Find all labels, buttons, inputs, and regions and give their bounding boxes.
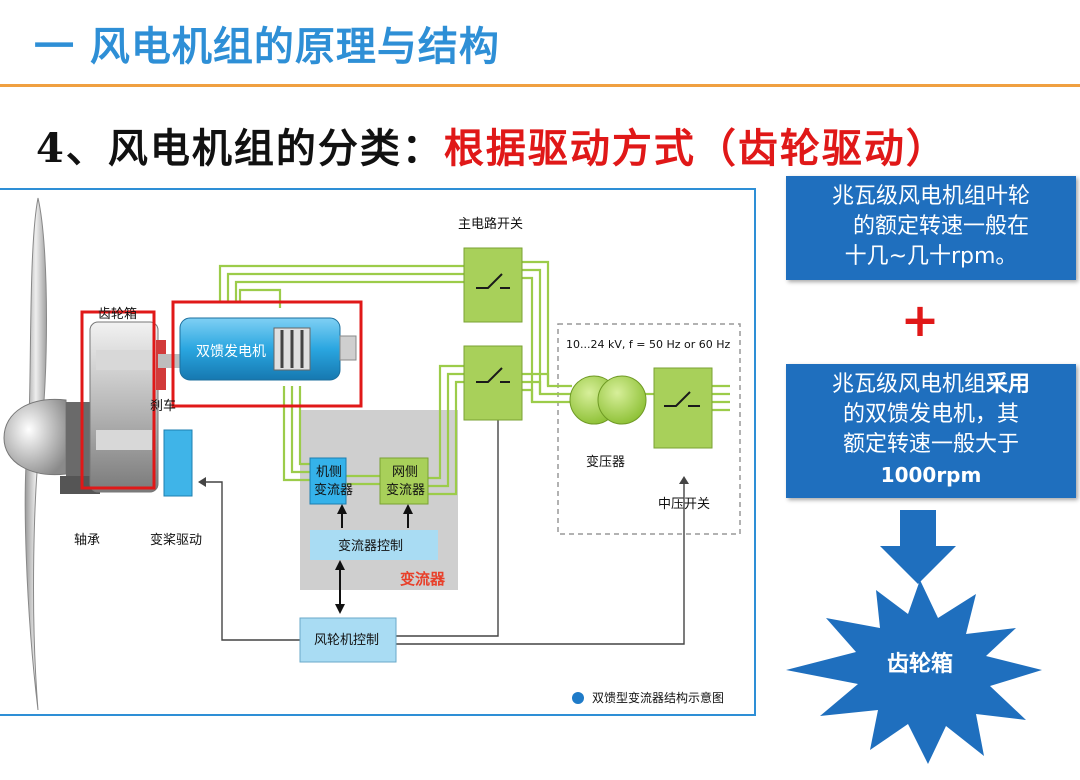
switch-symbol [664,391,700,407]
switch-symbol [476,273,510,289]
label-brake: 刹车 [150,398,176,414]
gearbox-detail [96,350,152,370]
note1-line3: 十几~几十rpm。 [844,244,1018,269]
label-turbine-control: 风轮机控制 [314,633,379,648]
generator-speed-note: 兆瓦级风电机组采用 的双馈发电机，其 额定转速一般大于 1000rpm [786,364,1076,498]
caption-bullet [572,692,584,704]
power-wires [218,260,730,496]
machine-side-converter [309,457,347,505]
label-mv-switch: 中压开关 [658,497,710,512]
mv-enclosure [557,323,741,535]
note2-line1-bold: 采用 [986,372,1031,397]
label-gsc-line1: 网侧 [392,465,418,480]
note1-line1: 兆瓦级风电机组叶轮 [831,184,1030,209]
note1-line2: 的额定转速一般在 [852,214,1029,239]
arrow-to-pitch [198,477,206,487]
label-transformer: 变压器 [586,454,625,470]
note2-line4: 1000rpm [880,463,982,487]
generator-shaft-end [339,335,357,361]
converter-control-arrows [335,504,413,614]
transformer-coil-2 [597,375,647,425]
arrow-to-mv-switch [679,476,689,484]
dfig-structure-diagram: 齿轮箱 刹车 双馈发电机 轴承 变桨驱动 主电路开关 机侧 变流器 网侧 变流器… [0,188,756,716]
down-arrow-icon [880,510,956,584]
section-subtitle: 4、风电机组的分类：根据驱动方式（齿轮驱动） [36,116,948,174]
diagram-caption: 双馈型变流器结构示意图 [592,690,724,705]
burst-shape [786,580,1042,764]
grid-side-converter [379,457,429,505]
label-gsc-line2: 变流器 [386,482,425,498]
note2-line1-normal: 兆瓦级风电机组 [831,372,986,397]
note2-line1: 兆瓦级风电机组采用 [786,370,1076,400]
rotor-hub [3,398,67,476]
gearbox-conclusion: 齿轮箱 [780,510,1080,770]
title-bar: 一 风电机组的原理与结构 [0,0,1080,88]
converter-control-box [310,530,438,560]
page-title: 一 风电机组的原理与结构 [34,24,500,70]
subtitle-highlight: 根据驱动方式（齿轮驱动） [443,125,948,172]
subtitle-prefix: 4、风电机组的分类： [36,125,444,172]
hs-shaft [158,354,180,368]
label-msc-line1: 机侧 [316,465,342,480]
label-voltage-spec: 10...24 kV, f = 50 Hz or 60 Hz [566,338,731,351]
main-switch-box [463,247,523,323]
plus-sign: + [900,293,940,347]
mv-switch-box [653,367,713,449]
note2-line2: 的双馈发电机，其 [842,402,1019,427]
gearbox-detail [96,430,152,450]
label-converter-group: 变流器 [400,570,446,588]
switch-symbol [476,367,510,383]
slip-ring-lines [280,330,304,368]
turbine-control-box [299,617,397,663]
label-main-switch: 主电路开关 [458,216,523,232]
arrow-and-burst [786,510,1042,764]
pitch-drive [163,429,193,497]
label-msc-line2: 变流器 [314,482,353,498]
diagram-canvas: 齿轮箱 刹车 双馈发电机 轴承 变桨驱动 主电路开关 机侧 变流器 网侧 变流器… [3,197,741,711]
gearbox [89,321,159,493]
label-dfig: 双馈发电机 [196,344,266,360]
generator-highlight [171,300,363,408]
control-wires [206,416,685,645]
burst-label: 齿轮箱 [886,652,953,677]
rotor-speed-note: 兆瓦级风电机组叶轮 的额定转速一般在 十几~几十rpm。 [786,176,1076,280]
label-gearbox: 齿轮箱 [98,306,137,322]
grid-switch-box [463,345,523,421]
label-converter-control: 变流器控制 [338,538,403,554]
label-pitch-drive: 变桨驱动 [150,532,202,548]
note2-line3: 额定转速一般大于 [842,432,1019,457]
title-divider [0,84,1080,87]
label-bearing: 轴承 [74,533,100,548]
gearbox-highlight [80,310,156,490]
